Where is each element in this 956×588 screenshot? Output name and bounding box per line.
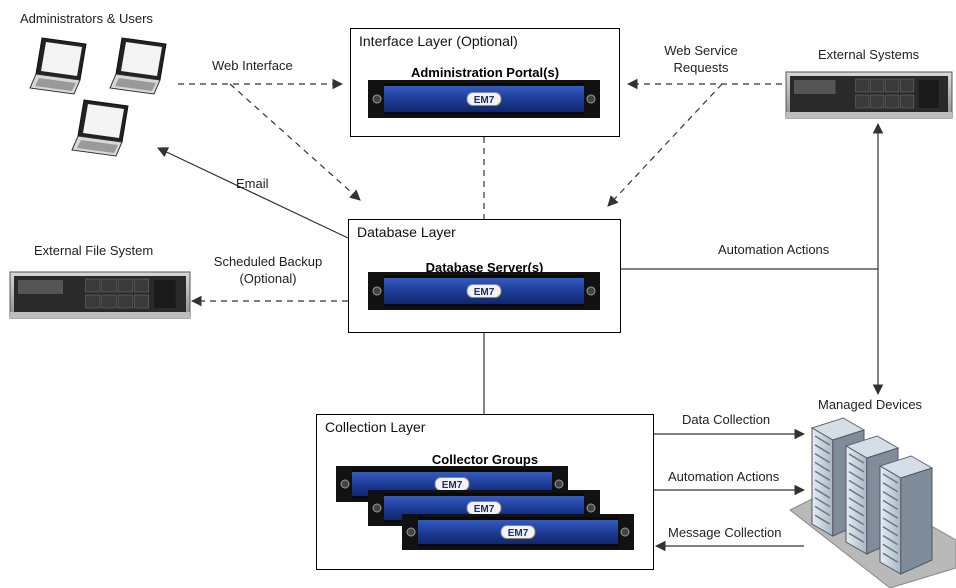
collection-layer-label: Collection Layer	[325, 419, 426, 435]
interface-layer-title: Administration Portal(s)	[410, 65, 560, 80]
collection-layer-title: Collector Groups	[431, 452, 539, 467]
external-to-database-arrow	[607, 83, 723, 207]
rack-icon	[878, 455, 934, 575]
email-label: Email	[236, 176, 269, 191]
web-service-requests-label: Web Service Requests	[646, 42, 756, 76]
laptop-icon	[71, 99, 129, 157]
automation-actions-top-label: Automation Actions	[718, 242, 830, 257]
data-collection-label: Data Collection	[682, 412, 771, 427]
scheduled-backup-line-1: Scheduled Backup	[213, 254, 323, 269]
web-service-line-1: Web Service	[664, 43, 738, 58]
database-layer-box: Database Layer Database Server(s)	[348, 219, 621, 333]
laptop-icon	[29, 37, 87, 95]
interface-layer-label: Interface Layer (Optional)	[359, 33, 518, 49]
connection-lines	[157, 78, 884, 552]
scheduled-backup-label: Scheduled Backup (Optional)	[206, 253, 330, 287]
laptop-icon	[109, 37, 167, 95]
external-file-system-server-icon	[9, 271, 191, 319]
managed-devices-icon	[789, 417, 956, 588]
external-file-system-label: External File System	[34, 243, 154, 258]
collection-layer-box: Collection Layer Collector Groups	[316, 414, 654, 570]
database-layer-label: Database Layer	[357, 224, 456, 240]
message-collection-label: Message Collection	[668, 525, 782, 540]
web-service-line-2: Requests	[673, 60, 729, 75]
scheduled-backup-line-2: (Optional)	[239, 271, 297, 286]
external-systems-server-icon	[785, 71, 953, 119]
managed-devices-label: Managed Devices	[818, 397, 923, 412]
external-systems-label: External Systems	[818, 47, 920, 62]
laptop-icons	[29, 37, 167, 157]
database-layer-title: Database Server(s)	[425, 260, 544, 275]
external-server-icons	[9, 71, 953, 319]
web-interface-label: Web Interface	[212, 58, 293, 73]
admin-to-database-arrow	[229, 83, 361, 201]
automation-actions-bottom-label: Automation Actions	[668, 469, 780, 484]
interface-layer-box: Interface Layer (Optional) Administratio…	[350, 28, 620, 137]
admins-users-label: Administrators & Users	[20, 11, 153, 26]
email-arrow	[157, 147, 349, 239]
